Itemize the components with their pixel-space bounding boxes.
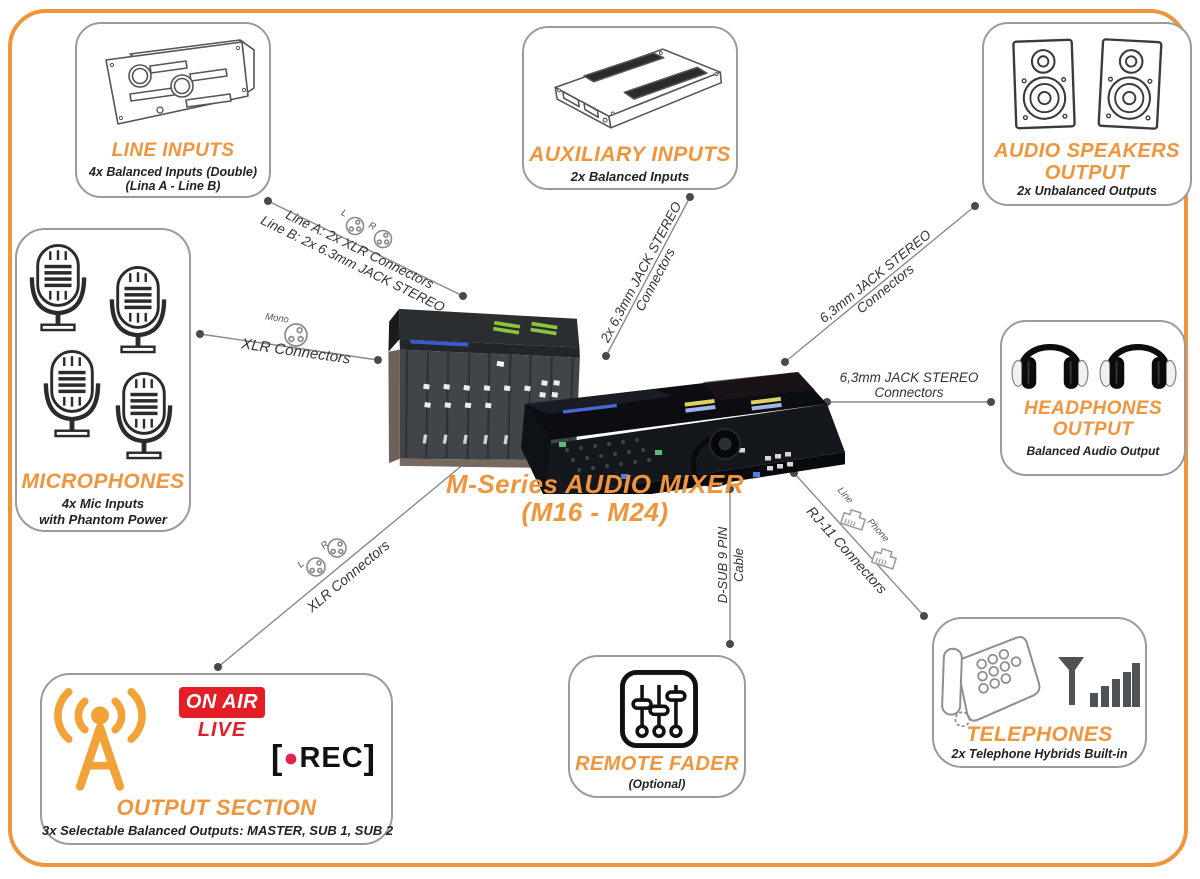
page-border: [8, 9, 1188, 867]
microphones-subtitle-1: 4x Mic Inputs: [61, 496, 145, 511]
telephone-icon: [941, 636, 1041, 727]
xlr-icon-mono: [284, 323, 308, 347]
mixer-m24-photo: [521, 372, 845, 494]
speaker-icon: [1096, 34, 1165, 133]
line-inputs-subtitle-2: (Lina A - Line B): [125, 179, 221, 193]
speaker-icon: [1010, 35, 1077, 133]
signal-bars-icon: [1058, 657, 1140, 707]
rec-dot-icon: ●: [283, 743, 299, 772]
telephones-subtitle: 2x Telephone Hybrids Built-in: [951, 747, 1128, 761]
xlr-icon-out-r: [327, 538, 347, 558]
node-microphones: MICROPHONES 4x Mic Inputs with Phantom P…: [15, 228, 191, 532]
connector-speakers: [784, 205, 976, 363]
speakers-title-line1: AUDIO SPEAKERS: [994, 140, 1180, 162]
node-remote-fader: REMOTE FADER (Optional): [568, 655, 746, 798]
headphones-on-mixer: [690, 428, 741, 487]
node-line-inputs: LINE INPUTS 4x Balanced Inputs (Double) …: [75, 22, 271, 198]
connector-telephones: [793, 472, 925, 617]
live-text: LIVE: [197, 719, 247, 741]
microphones-title: MICROPHONES: [21, 470, 185, 493]
mixer-m16-photo: [388, 308, 580, 469]
mixer-title-line2: (M16 - M24): [521, 497, 669, 527]
headphones-icon: [1008, 332, 1092, 394]
microphone-icon: [115, 370, 173, 462]
line-inputs-subtitle-1: 4x Balanced Inputs (Double): [88, 165, 258, 179]
auxiliary-inputs-title: AUXILIARY INPUTS: [529, 143, 731, 166]
rack-unit-icon: [554, 48, 723, 129]
broadcast-antenna-icon: [54, 688, 146, 791]
label-remote-fader-connection: D-SUB 9 PIN Cable: [715, 526, 746, 604]
speakers-title-line2: OUTPUT: [1044, 162, 1130, 184]
channel-buttons: [423, 360, 560, 410]
knobs: [565, 438, 651, 472]
microphone-icon: [29, 242, 87, 334]
connector-lineinputs: [267, 200, 464, 297]
connector-auxiliary: [605, 196, 691, 357]
node-headphones-output: HEADPHONES OUTPUT Balanced Audio Output: [1000, 320, 1186, 476]
remote-fader-title: REMOTE FADER: [575, 753, 739, 775]
headphones-icon: [1096, 332, 1180, 394]
line-inputs-title: LINE INPUTS: [111, 140, 235, 161]
node-telephones: TELEPHONES 2x Telephone Hybrids Built-in: [932, 617, 1147, 768]
connector-microphones: [199, 333, 379, 361]
connector-endpoints: [196, 193, 995, 671]
xlr-icon-line-l: [345, 216, 365, 236]
connector-output-section: [217, 462, 466, 668]
output-section-title: OUTPUT SECTION: [116, 795, 317, 820]
rj11-icon-line: [839, 508, 867, 531]
speakers-subtitle: 2x Unbalanced Outputs: [1017, 184, 1157, 198]
rj11-icon-phone: [870, 547, 898, 570]
line-input-module-icon: [105, 39, 255, 125]
on-air-badge: ON AIR: [179, 687, 265, 718]
telephones-title: TELEPHONES: [966, 723, 1113, 746]
node-auxiliary-inputs: AUXILIARY INPUTS 2x Balanced Inputs: [522, 26, 738, 190]
node-output-section: ON AIR LIVE [ ● REC ] OUTPUT SECTION 3x …: [40, 673, 393, 845]
rec-bracket-close: ]: [363, 739, 375, 777]
fader-icon: [620, 670, 698, 748]
rec-indicator: [ ● REC ]: [260, 741, 386, 775]
mixer-title-line1: M-Series AUDIO MIXER: [446, 469, 744, 499]
output-section-subtitle: 3x Selectable Balanced Outputs: MASTER, …: [42, 823, 394, 838]
headphones-subtitle: Balanced Audio Output: [1026, 444, 1160, 458]
meter-leds: [684, 396, 782, 413]
headphones-title-line1: HEADPHONES: [1023, 398, 1163, 419]
label-headphones-connection: 6,3mm JACK STEREO Connectors: [839, 370, 979, 400]
headphones-title-line2: OUTPUT: [1052, 419, 1134, 440]
microphone-icon: [109, 264, 167, 356]
auxiliary-inputs-subtitle: 2x Balanced Inputs: [570, 169, 690, 184]
rec-text: REC: [299, 742, 364, 774]
microphone-icon: [43, 348, 101, 440]
on-air-text: ON AIR: [185, 691, 259, 713]
meter-leds: [493, 320, 558, 336]
node-audio-speakers-output: AUDIO SPEAKERS OUTPUT 2x Unbalanced Outp…: [982, 22, 1192, 206]
remote-fader-subtitle: (Optional): [628, 777, 686, 791]
xlr-icon-line-r: [373, 229, 393, 249]
rec-bracket-open: [: [271, 739, 283, 777]
xlr-icon-out-l: [306, 557, 326, 577]
faders: [422, 434, 529, 445]
microphones-subtitle-2: with Phantom Power: [39, 512, 167, 527]
mixer-title: M-Series AUDIO MIXER (M16 - M24): [445, 470, 745, 526]
